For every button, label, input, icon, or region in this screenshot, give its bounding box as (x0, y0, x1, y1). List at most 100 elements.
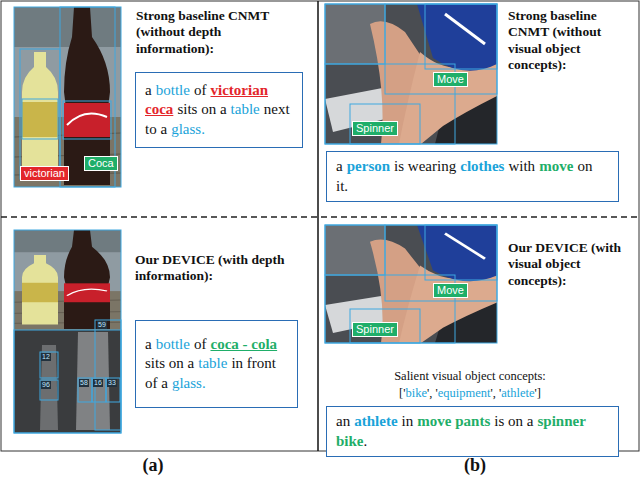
caption-text: abottleofvictorian cocasits on atablenex… (145, 81, 293, 140)
region-box (40, 352, 58, 378)
region-box (350, 104, 420, 144)
callout-number: 59 (97, 321, 107, 329)
depth-bottle (76, 332, 110, 430)
caption-box: anathleteinmove pantsis on aspinner bike… (326, 406, 619, 457)
tag-text: Move (437, 284, 464, 296)
region-box (14, 230, 121, 433)
concept-tag: Spinner (352, 322, 398, 337)
method-heading: Strong baseline CNMT (without depth info… (136, 8, 301, 57)
concept-punct: '] (535, 386, 541, 400)
region-box (20, 49, 60, 179)
caption-segment: is wearing (394, 158, 456, 174)
region-box (63, 101, 111, 139)
region-box (325, 4, 497, 144)
concept-tag: victorian (20, 166, 69, 181)
caption-segment: table (231, 101, 260, 117)
caption-box: abottleofvictorian cocasits on atablenex… (135, 72, 303, 148)
caption-text: apersonis wearingclotheswithmoveon it. (336, 157, 609, 196)
caption-segment: sits on a (145, 355, 194, 371)
region-box (14, 330, 121, 433)
region-box (385, 225, 497, 301)
method-heading: Our DEVICE (with visual object concepts)… (508, 240, 633, 289)
caption-segment: athlete (354, 413, 397, 429)
concept-word: athlete (501, 386, 534, 400)
caption-segment: person (347, 158, 390, 174)
caption-segment: bottle (156, 82, 190, 98)
callout-number: 16 (93, 379, 103, 387)
concept-list: ['bike', 'equipment', 'athlete'] (355, 386, 585, 401)
photo-top-right (325, 4, 497, 144)
concept-note: Salient visual object concepts: (355, 369, 585, 384)
caption-box: apersonis wearingclotheswithmoveon it. (326, 151, 619, 202)
caption-segment: is on a (494, 413, 533, 429)
bike-photo (325, 225, 497, 343)
caption-segment: in (402, 413, 414, 429)
region-box (22, 99, 58, 139)
region-boxes (325, 4, 497, 144)
caption-box: abottleofcoca - colasits on atablein fro… (135, 320, 298, 408)
photo-bottom-left (14, 230, 121, 433)
bottle-photo (14, 230, 121, 330)
region-box (92, 378, 106, 402)
region-boxes (325, 225, 497, 343)
concept-punct: ', ' (490, 386, 501, 400)
caption-segment: a (145, 82, 152, 98)
concept-tag: Move (433, 283, 468, 298)
caption-segment: of (194, 336, 207, 352)
caption-segment: move (539, 158, 573, 174)
depth-bottle (40, 345, 58, 430)
caption-segment: coca - cola (210, 336, 277, 352)
panel-divider (317, 1, 319, 451)
caption-text: anathleteinmove pantsis on aspinner bike… (336, 412, 609, 451)
caption-segment: sits on a (177, 101, 226, 117)
caption-segment: glass. (172, 375, 206, 391)
concept-word: bike (405, 386, 427, 400)
caption-segment: with (508, 158, 535, 174)
caption-segment: a (336, 158, 343, 174)
tag-text: Spinner (356, 323, 394, 335)
concept-punct: [' (399, 386, 405, 400)
callout-number: 12 (41, 353, 51, 361)
photo-bottom-right (325, 225, 497, 343)
concept-punct: ', ' (427, 386, 438, 400)
caption-segment: a (145, 336, 152, 352)
callout-number: 33 (107, 379, 117, 387)
region-box (106, 378, 120, 402)
caption-text: abottleofcoca - colasits on atablein fro… (145, 335, 288, 394)
panel-label: (b) (450, 455, 500, 476)
region-boxes (14, 230, 121, 433)
method-heading: Strong baseline CNMT (without visual obj… (508, 8, 636, 74)
callout-number: 58 (79, 379, 89, 387)
photo-top-left (14, 7, 121, 187)
caption-segment: . (364, 433, 368, 449)
region-box (325, 4, 385, 64)
method-heading: Our DEVICE (with depth information): (135, 252, 295, 285)
region-box (425, 4, 497, 69)
tag-text: Coca (88, 157, 114, 169)
concept-tag: Spinner (352, 121, 398, 136)
caption-segment: clothes (460, 158, 504, 174)
caption-segment: move pants (417, 413, 490, 429)
callout-number: 96 (41, 381, 51, 389)
caption-segment: table (198, 355, 227, 371)
region-box (95, 320, 121, 430)
caption-segment: glass. (171, 121, 205, 137)
tag-text: Move (437, 73, 464, 85)
region-box (385, 4, 497, 94)
region-box (425, 225, 497, 280)
region-box (14, 7, 121, 187)
bottle-photo (14, 7, 121, 187)
panel-label: (a) (128, 455, 178, 476)
tag-text: Spinner (356, 122, 394, 134)
region-box (40, 380, 58, 400)
figure-frame (1, 1, 639, 451)
caption-segment: an (336, 413, 350, 429)
region-box (325, 225, 385, 275)
region-boxes (14, 7, 121, 187)
caption-segment: of (194, 82, 207, 98)
bike-photo (325, 4, 497, 144)
region-box (350, 309, 420, 343)
concept-tag: Coca (84, 156, 118, 171)
region-box (78, 378, 92, 402)
